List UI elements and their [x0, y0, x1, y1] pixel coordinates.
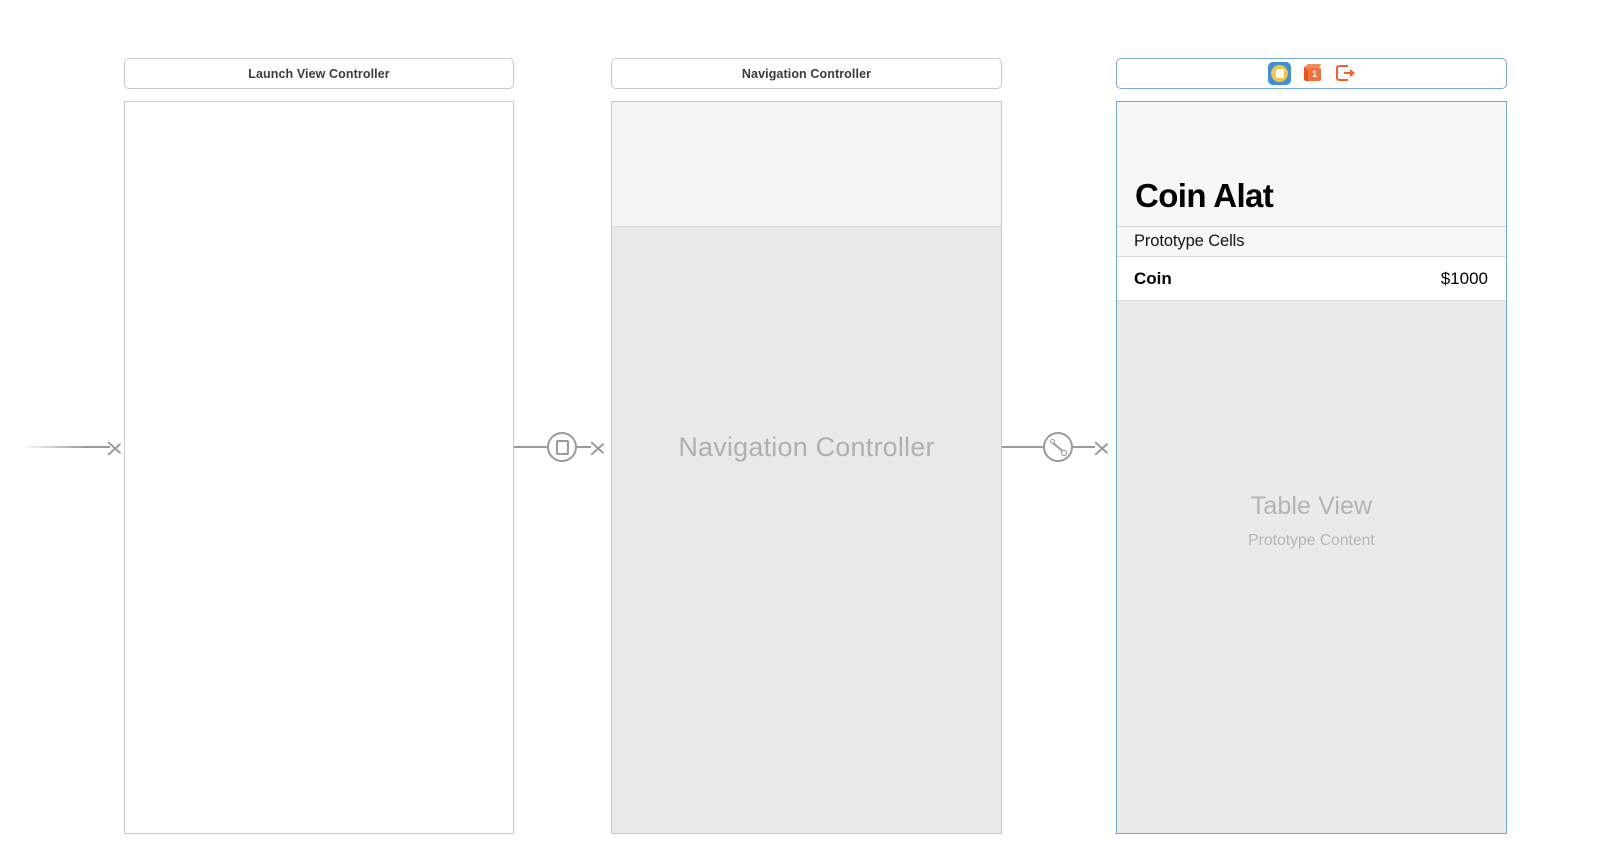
table-row-title: Coin	[1134, 268, 1172, 288]
show-segue-icon	[1049, 438, 1067, 456]
navigation-bar: Coin Alat	[1117, 102, 1506, 227]
first-responder-icon[interactable]: 1	[1304, 64, 1323, 83]
view-controller-icon-circle	[1271, 65, 1288, 82]
table-section-header: Prototype Cells	[1117, 227, 1506, 257]
entry-point-line	[22, 446, 110, 448]
table-row-detail: $1000	[1440, 268, 1488, 288]
scene-dock-bar-coin[interactable]: 1	[1116, 58, 1507, 89]
scene-title-label: Launch View Controller	[248, 66, 390, 81]
table-row[interactable]: Coin $1000	[1117, 257, 1506, 301]
table-view-placeholder: Table View Prototype Content	[1117, 492, 1506, 550]
scene-canvas-coin[interactable]: Coin Alat Prototype Cells Coin $1000 Tab…	[1116, 101, 1507, 834]
segue-arrowhead	[591, 436, 606, 458]
first-responder-icon-badge: 1	[1311, 69, 1317, 79]
view-controller-icon[interactable]	[1268, 62, 1291, 85]
navigation-controller-placeholder-label: Navigation Controller	[678, 432, 935, 462]
view-controller-icon-document	[1275, 69, 1284, 78]
exit-icon-arrow-head	[1350, 69, 1355, 77]
segue-line-right	[577, 446, 591, 448]
segue-line-left	[1002, 446, 1043, 448]
scene-canvas-navigation[interactable]: Navigation Controller	[611, 101, 1002, 834]
table-view-placeholder-subtitle: Prototype Content	[1248, 532, 1375, 549]
segue-line-left	[514, 446, 547, 448]
segue-line-right	[1073, 446, 1095, 448]
relationship-segue-badge[interactable]	[547, 432, 577, 462]
scene-dock-icons: 1	[1268, 62, 1355, 85]
first-responder-icon-face	[1308, 68, 1321, 81]
exit-icon-arrow-shaft	[1344, 72, 1353, 75]
show-segue-dot-bottom	[1061, 450, 1067, 456]
storyboard-entry-point[interactable]	[22, 430, 125, 464]
show-segue-connector[interactable]	[1002, 430, 1116, 464]
scene-title-bar-navigation[interactable]: Navigation Controller	[611, 58, 1002, 89]
exit-icon-box	[1336, 65, 1348, 81]
root-view-controller-icon	[555, 439, 569, 455]
show-segue-badge[interactable]	[1043, 432, 1073, 462]
navigation-bar-area	[612, 102, 1001, 227]
scene-canvas-launch[interactable]	[124, 101, 514, 834]
scene-title-bar-launch[interactable]: Launch View Controller	[124, 58, 514, 89]
entry-point-arrowhead	[108, 436, 123, 458]
table-view-placeholder-title: Table View	[1250, 492, 1373, 520]
scene-title-label: Navigation Controller	[741, 66, 872, 81]
exit-icon[interactable]	[1336, 64, 1355, 83]
segue-arrowhead	[1095, 436, 1110, 458]
table-section-header-label: Prototype Cells	[1134, 232, 1245, 250]
relationship-segue-connector[interactable]	[514, 430, 611, 464]
navigation-bar-large-title: Coin Alat	[1135, 177, 1274, 214]
